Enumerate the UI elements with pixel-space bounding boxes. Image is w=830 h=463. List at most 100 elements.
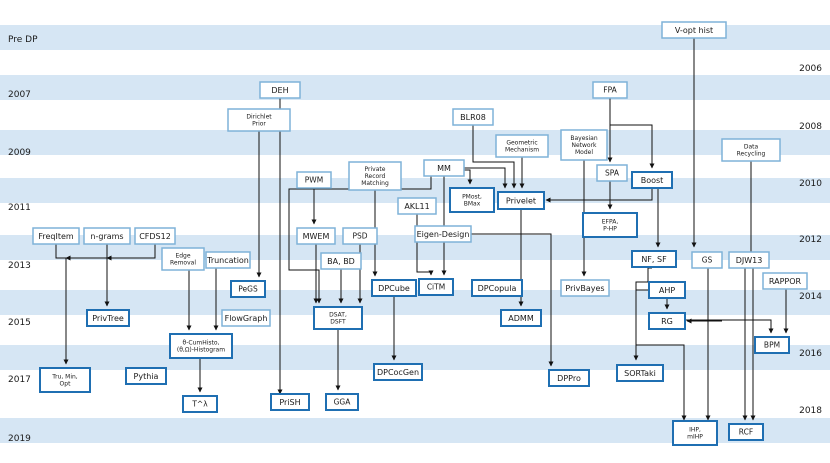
node-box	[296, 227, 336, 245]
dependency-arrow	[686, 319, 774, 334]
node-box	[592, 81, 628, 99]
node-label: P-HP	[603, 226, 617, 233]
node-box	[560, 279, 610, 297]
method-node-dppro: DPPro	[548, 369, 590, 387]
node-box	[423, 159, 465, 177]
method-node-boost: Boost	[631, 171, 673, 189]
node-box	[631, 171, 673, 189]
node-box	[348, 161, 402, 191]
node-box	[582, 212, 638, 238]
year-label-left: Pre DP	[8, 35, 38, 45]
method-node-spa: SPA	[596, 164, 628, 182]
method-node-babd: BA, BD	[320, 252, 362, 270]
node-label: Privelet	[506, 196, 536, 205]
node-label: n-grams	[90, 232, 123, 241]
node-label: Opt	[60, 381, 72, 388]
node-box	[452, 108, 494, 126]
node-label: RCF	[739, 428, 753, 437]
method-node-thetacum: θ-CumHisto,(θ,Ω)-Histogram	[169, 333, 233, 359]
node-label: Bayesian	[570, 135, 598, 142]
node-box	[548, 369, 590, 387]
node-box	[373, 363, 423, 381]
node-box	[672, 420, 718, 446]
year-label-right: 2012	[799, 235, 822, 245]
node-box	[449, 187, 495, 213]
node-box	[83, 227, 131, 245]
node-label: Geometric	[506, 140, 537, 147]
method-node-admm: ADMM	[500, 309, 542, 327]
method-node-prish: PriSH	[270, 393, 310, 411]
year-label-left: 2013	[8, 261, 31, 271]
method-node-vopt: V-opt hist	[661, 21, 727, 39]
method-node-bpm: BPM	[754, 336, 790, 354]
year-label-right: 2014	[799, 292, 822, 302]
node-box	[270, 393, 310, 411]
method-node-mm: MM	[423, 159, 465, 177]
node-box	[631, 250, 677, 268]
node-label: FPA	[603, 86, 617, 95]
year-band	[0, 75, 830, 100]
method-node-cfds12: CFDS12	[134, 227, 176, 245]
node-box	[397, 197, 437, 215]
method-node-fpa: FPA	[592, 81, 628, 99]
method-node-djw13: DJW13	[728, 251, 770, 269]
node-box	[230, 280, 266, 298]
method-node-privtree: PrivTree	[86, 309, 130, 327]
node-label: DPPro	[557, 374, 581, 383]
node-box	[169, 333, 233, 359]
node-box	[661, 21, 727, 39]
method-node-ahp: AHP	[648, 281, 686, 299]
node-box	[616, 364, 664, 382]
node-label: BLR08	[460, 113, 486, 122]
node-label: CFDS12	[139, 232, 171, 241]
method-node-rappor: RAPPOR	[762, 272, 808, 290]
node-label: BA, BD	[327, 257, 355, 266]
node-label: Mechanism	[505, 147, 539, 154]
node-label: Recycling	[737, 151, 766, 158]
node-label: V-opt hist	[675, 26, 713, 35]
dependency-arrow	[106, 244, 156, 261]
node-label: DSAT,	[329, 312, 347, 319]
node-label: SPA	[605, 169, 620, 178]
node-label: DPCocGen	[377, 368, 419, 377]
node-box	[500, 309, 542, 327]
method-node-privbayes: PrivBayes	[560, 279, 610, 297]
node-label: Model	[575, 149, 593, 156]
dependency-arrow	[464, 167, 508, 189]
node-box	[39, 367, 91, 393]
node-label: DEH	[271, 86, 288, 95]
node-label: FreqItem	[38, 232, 74, 241]
year-label-right: 2016	[799, 349, 822, 359]
node-box	[259, 81, 301, 99]
node-box	[320, 252, 362, 270]
year-band	[0, 130, 830, 155]
dependency-arrow	[472, 125, 517, 189]
dependency-arrow	[545, 188, 653, 203]
method-node-ctm: CiTM	[418, 278, 454, 296]
node-box	[691, 251, 723, 269]
node-label: SORTaki	[624, 369, 656, 378]
node-label: PrivTree	[92, 314, 124, 323]
node-box	[414, 225, 472, 243]
node-label: BMax	[464, 201, 481, 208]
node-label: FlowGraph	[225, 314, 268, 323]
node-label: Record	[365, 173, 386, 180]
node-box	[325, 393, 359, 411]
node-box	[161, 247, 205, 271]
node-box	[221, 309, 271, 327]
method-node-sortaki: SORTaki	[616, 364, 664, 382]
node-box	[648, 281, 686, 299]
node-box	[182, 395, 218, 413]
dependency-arrow	[55, 244, 69, 365]
method-node-tlambda: T^λ	[182, 395, 218, 413]
node-label: AHP	[659, 286, 675, 295]
node-box	[418, 278, 454, 296]
method-node-pythia: Pythia	[125, 367, 167, 385]
node-box	[648, 312, 686, 330]
node-label: Pythia	[134, 372, 159, 381]
